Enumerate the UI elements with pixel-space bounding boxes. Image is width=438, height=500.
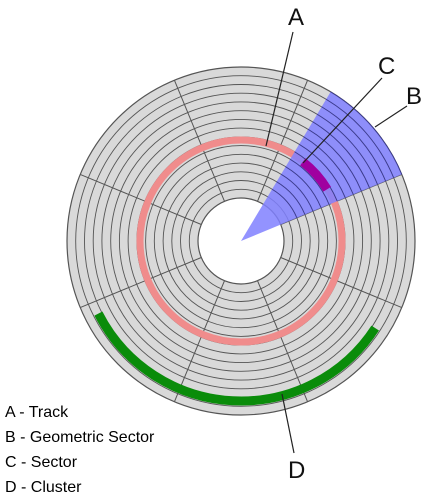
legend-item-geometric-sector: B - Geometric Sector [5,429,155,446]
geometric-sector-track-lines [271,91,403,219]
track-line [127,127,355,355]
geometric-sector-track-line [303,136,354,195]
leader-line-a [265,31,294,147]
track-line [110,110,372,372]
track-line [101,101,381,381]
cluster-arc [94,311,379,406]
geometric-sector-track-line [307,128,362,192]
callout-letter-a: A [288,4,304,31]
geometric-sector-track-line [285,166,322,208]
track-line [145,145,337,337]
track-line [153,153,329,329]
geometric-sector-track-line [289,158,330,205]
callout-letter-d: D [288,457,305,484]
geometric-sector-track-line [271,188,298,219]
legend-item-cluster: D - Cluster [5,479,82,496]
sector-divider-line [173,280,225,402]
geometric-sector-track-line [321,106,387,182]
legend-item-sector: C - Sector [5,454,78,471]
track-line [75,75,407,407]
sector-divider-line [80,173,202,225]
track-line [180,180,302,302]
track-line [92,92,390,390]
sector-divider-line [80,257,202,309]
callout-letter-b: B [406,83,422,110]
track-line [118,118,364,364]
leader-line-d [281,393,295,454]
callout-letter-c: C [378,53,395,80]
geometric-sector-track-line [325,98,395,178]
sector-divider-line [257,80,309,202]
sector-divider-line [173,80,225,202]
sector-highlight [300,158,331,192]
geometric-sector-track-line [298,143,346,198]
sector-divider-line [257,280,309,402]
track-line [171,171,311,311]
track-line [188,188,294,294]
geometric-sector-track-line [330,91,403,175]
geometric-sector-track-line [280,173,314,212]
track-line [162,162,320,320]
geometric-sector-track-line [276,181,306,215]
legend-item-track: A - Track [5,404,69,421]
geometric-sector-track-line [312,121,370,188]
legend: A - Track B - Geometric Sector C - Secto… [5,400,154,500]
highlighted-track [136,136,346,346]
leader-line-b [374,105,408,128]
geometric-sector-wedge [241,91,402,242]
geometric-sector-track-line [316,113,378,185]
leader-lines [265,31,408,454]
leader-line-c [302,77,383,164]
sector-divider-line [280,257,402,309]
